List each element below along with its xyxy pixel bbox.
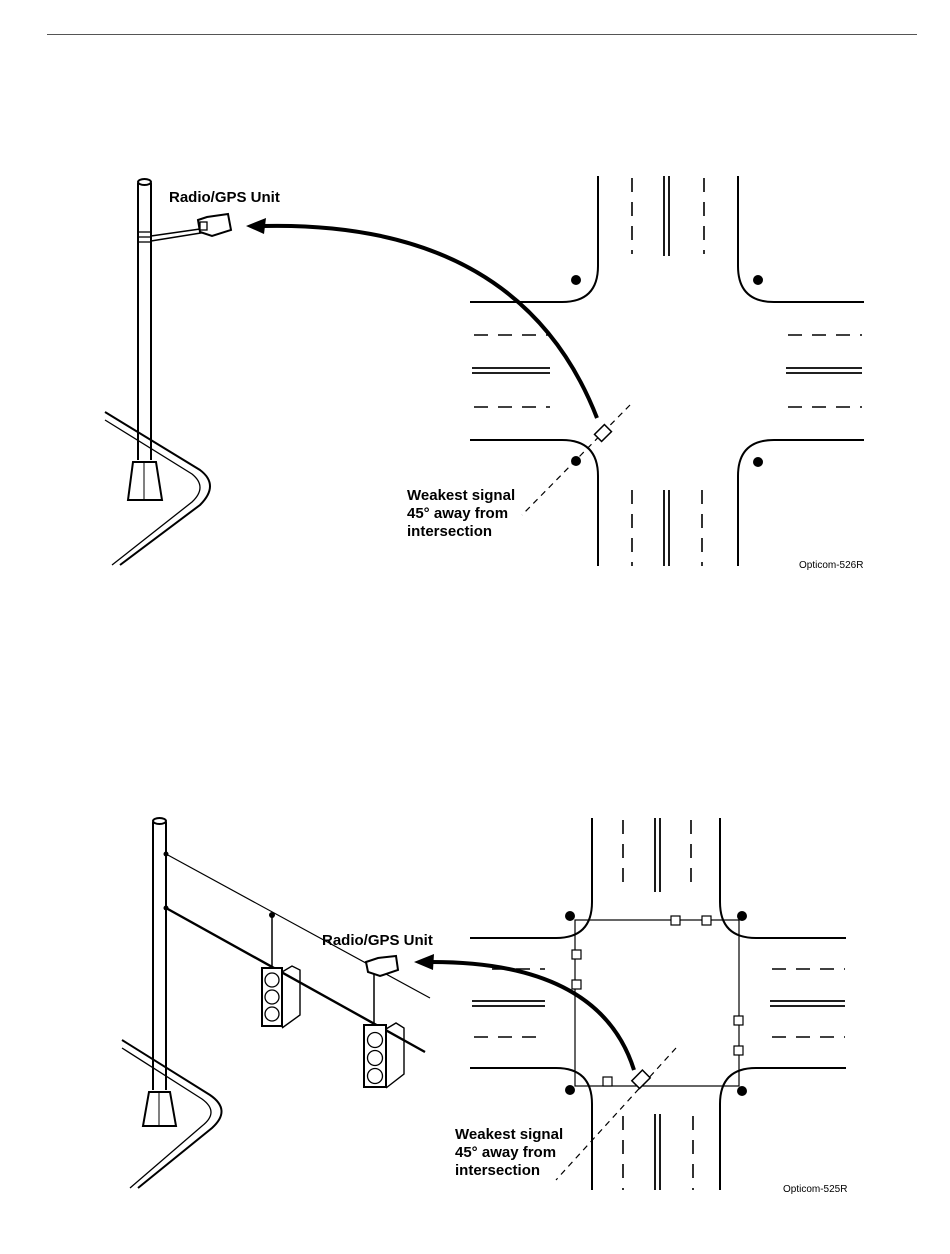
signal-head	[734, 1046, 743, 1055]
weak-signal-line-1: Weakest signal	[407, 487, 515, 505]
figure-opticom-525r: Radio/GPS Unit Weakest signal 45° away f…	[0, 600, 950, 1254]
weak-signal-line-2: 45° away from	[407, 505, 515, 523]
weak-signal-line	[556, 1048, 676, 1180]
pole-base	[128, 462, 162, 500]
signal-head	[671, 916, 680, 925]
arc-arrowhead	[414, 954, 434, 970]
figure-opticom-526r: Radio/GPS Unit Weakest signal 45° away f…	[0, 0, 950, 620]
figure-code: Opticom-525R	[783, 1184, 847, 1195]
signal-arc	[432, 962, 634, 1070]
weak-signal-line-2: 45° away from	[455, 1144, 563, 1162]
signal-dot-sw	[565, 1085, 575, 1095]
weak-signal-label: Weakest signal 45° away from intersectio…	[407, 487, 515, 541]
pole-cap	[138, 179, 151, 185]
signal-dot-sw	[571, 456, 581, 466]
signal-dot-ne	[753, 275, 763, 285]
weak-signal-line-3: intersection	[455, 1162, 563, 1180]
corner-nw	[470, 818, 592, 938]
signal-dot-nw	[565, 911, 575, 921]
stop-line-box	[575, 920, 739, 1086]
signal-head	[702, 916, 711, 925]
signal-head	[572, 980, 581, 989]
signal-dot-ne	[737, 911, 747, 921]
weak-signal-line-3: intersection	[407, 523, 515, 541]
signal-dot-se	[753, 457, 763, 467]
radio-gps-unit-label: Radio/GPS Unit	[169, 189, 280, 207]
radio-gps-unit-drawing	[366, 956, 398, 976]
weak-signal-label: Weakest signal 45° away from intersectio…	[455, 1126, 563, 1180]
signal-head	[603, 1077, 612, 1086]
figure-code: Opticom-526R	[799, 560, 863, 571]
signal-head	[572, 950, 581, 959]
signal-dot-se	[737, 1086, 747, 1096]
arc-arrowhead	[246, 218, 266, 234]
span-wire-upper	[166, 854, 430, 998]
signal-dot-nw	[571, 275, 581, 285]
weak-signal-line-1: Weakest signal	[455, 1126, 563, 1144]
signal-head	[734, 1016, 743, 1025]
radio-gps-unit-label: Radio/GPS Unit	[322, 932, 433, 950]
signal-arc	[262, 226, 597, 418]
